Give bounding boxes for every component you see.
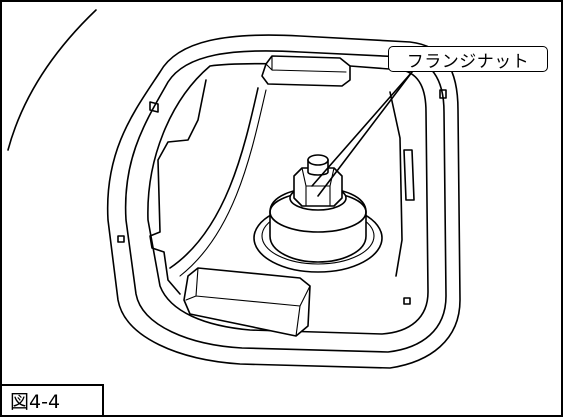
inner-wall-sweep [169, 87, 259, 269]
right-slot [403, 149, 415, 201]
tab-left-upper [149, 101, 159, 113]
leader-line-lower [317, 71, 413, 197]
housing-outer-outline [106, 34, 461, 369]
tab-right-upper [439, 89, 447, 99]
housing-rim-outline [124, 50, 447, 353]
tab-left-lower [117, 235, 125, 243]
stud-bolt-tip [307, 154, 329, 166]
bottom-clip-detail [185, 267, 311, 337]
top-clip-detail [265, 55, 347, 73]
tab-right-lower [403, 297, 411, 305]
fender-edge-curve [7, 9, 97, 151]
bottom-clip [183, 267, 311, 337]
inner-ledge-right [389, 91, 403, 277]
inner-ledge-left [149, 79, 207, 295]
figure-number-label: 図4-4 [0, 384, 104, 417]
inner-wall-sweep-edge [179, 89, 267, 277]
leader-line-upper [311, 71, 413, 187]
callout-flange-nut: フランジナット [388, 46, 548, 72]
